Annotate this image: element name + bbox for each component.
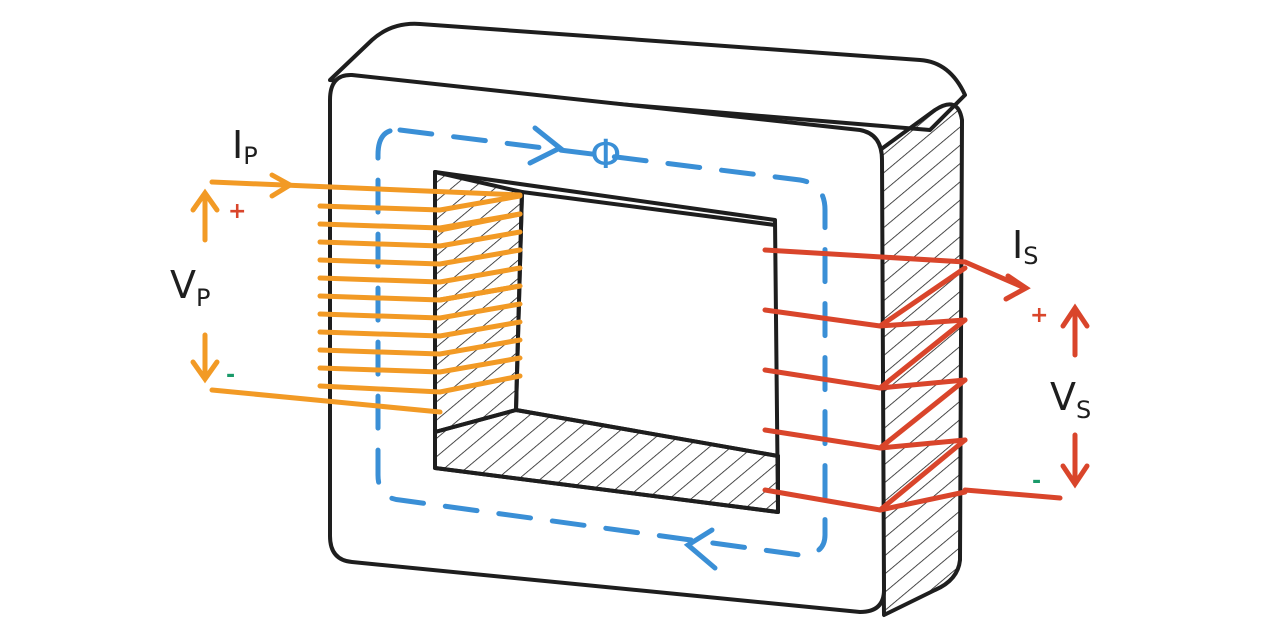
secondary-current-label: IS	[1012, 223, 1038, 270]
secondary-lead-top	[762, 247, 1028, 291]
primary-current-arrow	[269, 172, 295, 199]
flux-path	[375, 125, 828, 571]
secondary-voltage-arrow-up	[1060, 303, 1090, 358]
primary-winding	[190, 172, 523, 415]
secondary-current-arrow	[1003, 273, 1031, 302]
secondary-minus-sign: -	[1032, 469, 1041, 494]
core-side-face	[878, 102, 964, 617]
primary-voltage-arrow-down	[190, 332, 220, 384]
primary-minus-sign: -	[226, 363, 235, 388]
flux-arrow-bottom	[683, 527, 718, 571]
secondary-winding	[762, 247, 1090, 513]
core-top-face	[328, 21, 967, 132]
flux-label: Φ	[590, 132, 621, 178]
secondary-plus-sign: +	[1030, 303, 1048, 328]
primary-lead-bottom	[209, 387, 443, 415]
primary-lead-top	[209, 179, 523, 198]
primary-plus-sign: +	[228, 199, 246, 224]
flux-arrow-top	[527, 125, 565, 166]
secondary-lead-bottom	[962, 487, 1063, 501]
secondary-voltage-label: VS	[1050, 375, 1091, 424]
primary-voltage-arrow-up	[190, 188, 220, 243]
primary-voltage-label: VP	[170, 263, 210, 312]
primary-current-label: IP	[232, 123, 258, 170]
secondary-voltage-arrow-down	[1060, 432, 1090, 489]
flux-loop	[375, 127, 828, 558]
